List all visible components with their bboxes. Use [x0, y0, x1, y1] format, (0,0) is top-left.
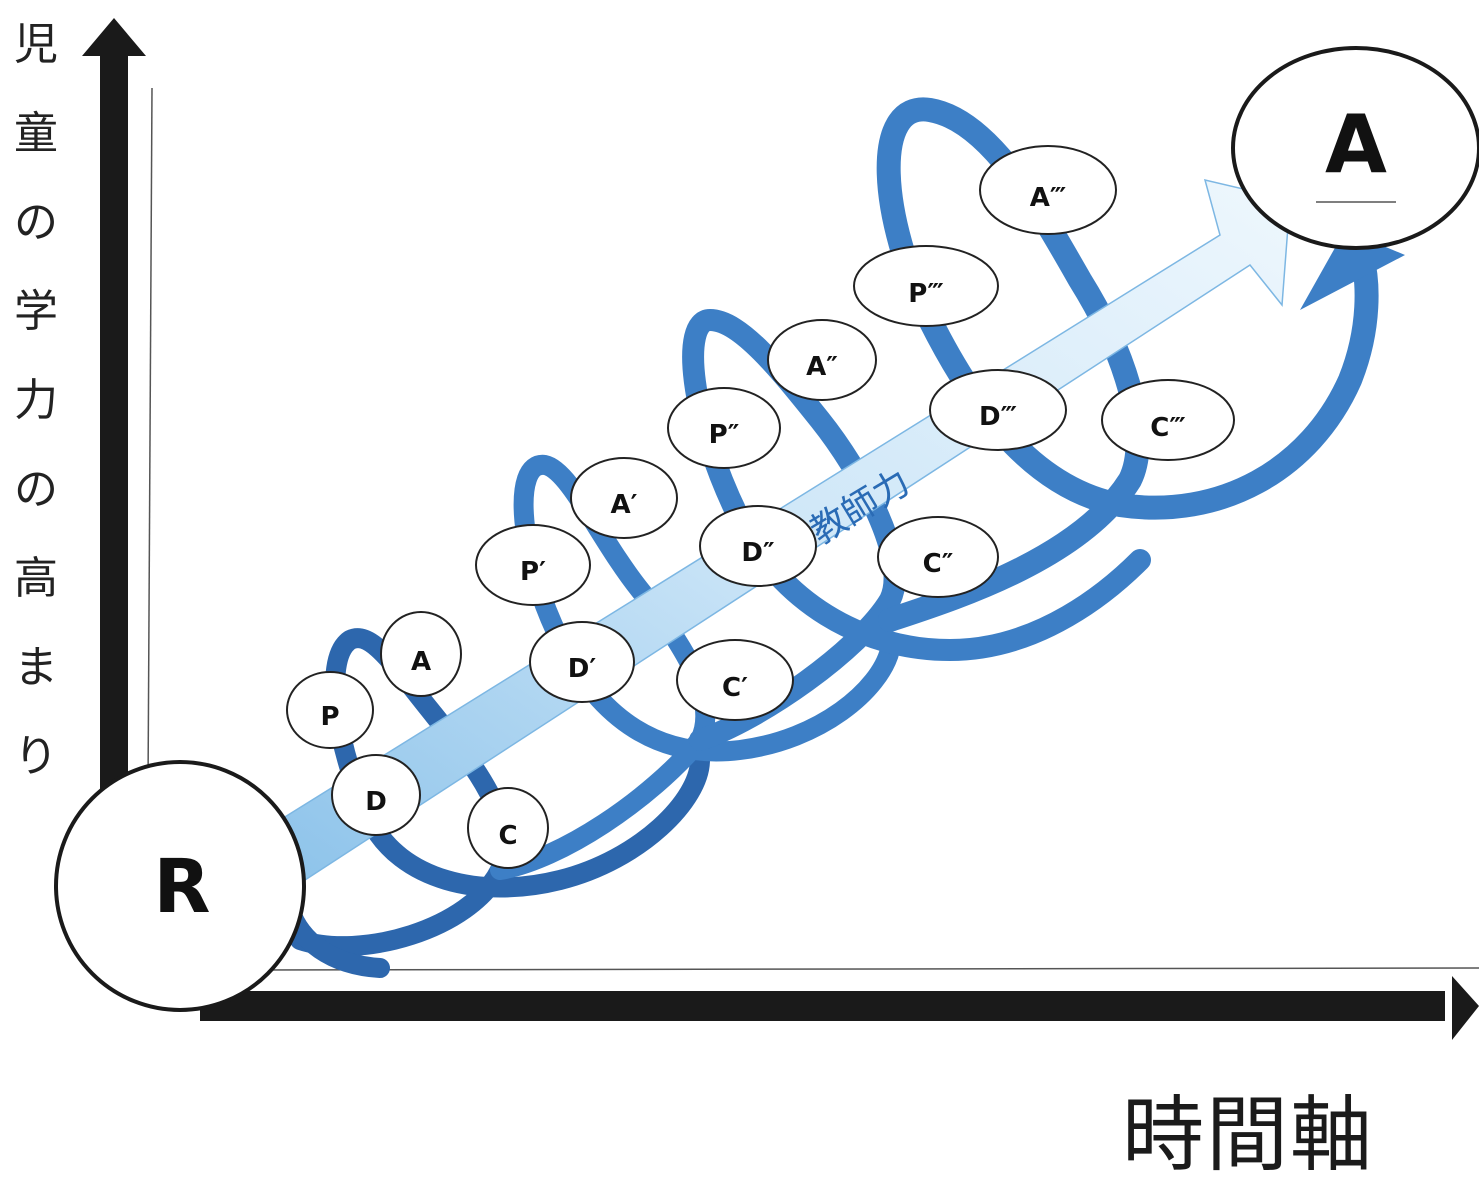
bubble-a-prime-label: A′: [611, 490, 638, 520]
bubble-d-label: D: [365, 787, 387, 817]
bubble-c-triple-prime: C‴: [1101, 379, 1235, 461]
frame-bottom-line: [249, 967, 1479, 971]
y-axis-arrowhead-icon: [82, 18, 146, 56]
spiral-cycle-3: [682, 308, 1151, 751]
bubble-p-prime-label: P′: [520, 557, 546, 587]
y-axis: [82, 18, 146, 850]
x-axis: [200, 976, 1479, 1040]
y-axis-label-char: り: [14, 731, 58, 782]
x-axis-arrowhead-icon: [1452, 976, 1479, 1040]
bubble-a-triple-prime: A‴: [979, 145, 1117, 235]
y-axis-label-char: 児: [14, 19, 58, 70]
bubble-p-double-prime: P″: [667, 387, 781, 469]
bubble-p-triple-prime-label: P‴: [908, 279, 943, 309]
spiral-arrowhead-icon: [1300, 230, 1405, 310]
y-axis-label-char: 力: [14, 375, 58, 426]
bubble-a-double-prime: A″: [767, 319, 877, 401]
bubble-d-triple-prime: D‴: [929, 369, 1067, 451]
bubble-d-double-prime: D″: [699, 505, 817, 587]
y-axis-label-char: の: [14, 464, 58, 515]
bubble-c-triple-prime-label: C‴: [1150, 413, 1185, 443]
y-axis-label-char: の: [14, 197, 58, 248]
bubble-d-prime-label: D′: [568, 654, 597, 684]
spiral-cycle-4: [876, 97, 1379, 632]
start-node-label: R: [154, 844, 211, 930]
bubble-c-prime: C′: [676, 639, 794, 721]
bubble-a-label: A: [411, 647, 431, 677]
pdca-spiral-diagram: 教師力 R A P A D C P′: [54, 18, 1479, 1040]
bubble-a: A: [380, 611, 462, 697]
y-axis-label-char: 学: [14, 286, 58, 337]
bubble-d-prime: D′: [529, 621, 635, 703]
cycle-4-bubbles: P‴ A‴ D‴ C‴: [853, 145, 1235, 461]
bubble-d-double-prime-label: D″: [741, 538, 774, 568]
y-axis-label: 児童の学力の高まり: [8, 0, 64, 801]
bubble-c-double-prime: C″: [877, 516, 999, 598]
y-axis-label-char: 童: [14, 108, 58, 159]
cycle-1-bubbles: P A D C: [286, 611, 549, 869]
bubble-p-label: P: [320, 702, 339, 732]
bubble-a-prime: A′: [570, 457, 678, 539]
bubble-c: C: [467, 787, 549, 869]
goal-node: A: [1231, 46, 1479, 250]
bubble-d-triple-prime-label: D‴: [979, 402, 1017, 432]
bubble-d: D: [331, 754, 421, 836]
goal-node-label: A: [1325, 98, 1387, 191]
bubble-c-double-prime-label: C″: [923, 549, 954, 579]
cycle-2-bubbles: P′ A′ D′ C′: [475, 457, 794, 721]
spiral-ribbon: [280, 97, 1405, 978]
bubble-a-double-prime-label: A″: [806, 352, 838, 382]
bubble-c-label: C: [498, 821, 517, 851]
cycle-3-bubbles: P″ A″ D″ C″: [667, 319, 999, 598]
bubble-p: P: [286, 671, 374, 749]
bubble-p-double-prime-label: P″: [709, 420, 740, 450]
bubble-p-prime: P′: [475, 524, 591, 606]
bubble-c-prime-label: C′: [722, 673, 748, 703]
start-node: R: [54, 760, 306, 1012]
y-axis-label-char: ま: [14, 642, 58, 693]
bubble-p-triple-prime: P‴: [853, 245, 999, 327]
y-axis-label-char: 高: [14, 553, 58, 604]
bubble-a-triple-prime-label: A‴: [1030, 183, 1067, 213]
